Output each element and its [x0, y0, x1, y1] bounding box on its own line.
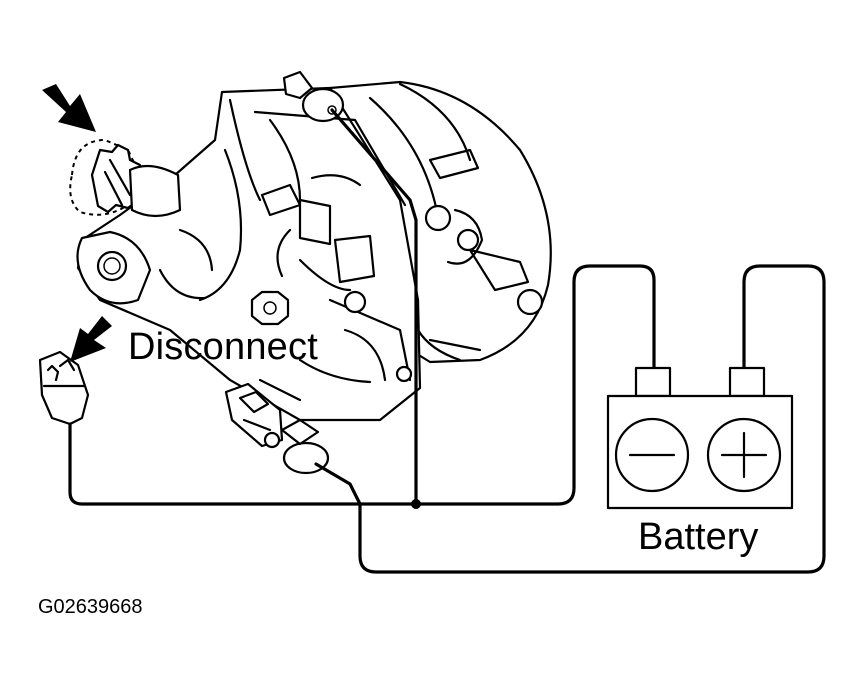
battery-post-negative [634, 366, 672, 398]
lower-connector [224, 382, 330, 475]
battery-label: Battery [638, 516, 759, 558]
pinion-gear [69, 138, 182, 218]
starter-motor [69, 70, 552, 475]
disconnect-label: Disconnect [128, 326, 318, 368]
minus-terminal-icon [614, 417, 690, 493]
wire-negative [68, 264, 656, 506]
battery-post-positive [728, 366, 766, 398]
arrow-pointer-icon [70, 316, 112, 362]
wire-junction [411, 499, 421, 509]
battery [606, 366, 794, 510]
wire-terminal-50 [330, 108, 418, 506]
end-bolt [516, 288, 544, 316]
plus-terminal-icon [706, 417, 782, 493]
wiring [68, 108, 826, 574]
disconnected-connector [38, 350, 90, 426]
center-nut [250, 290, 290, 326]
battery-case [606, 394, 794, 510]
figure-code: G02639668 [38, 596, 143, 618]
arrow-pointer-icon [42, 84, 96, 132]
wire-positive [314, 264, 826, 574]
through-bolt [456, 228, 480, 252]
